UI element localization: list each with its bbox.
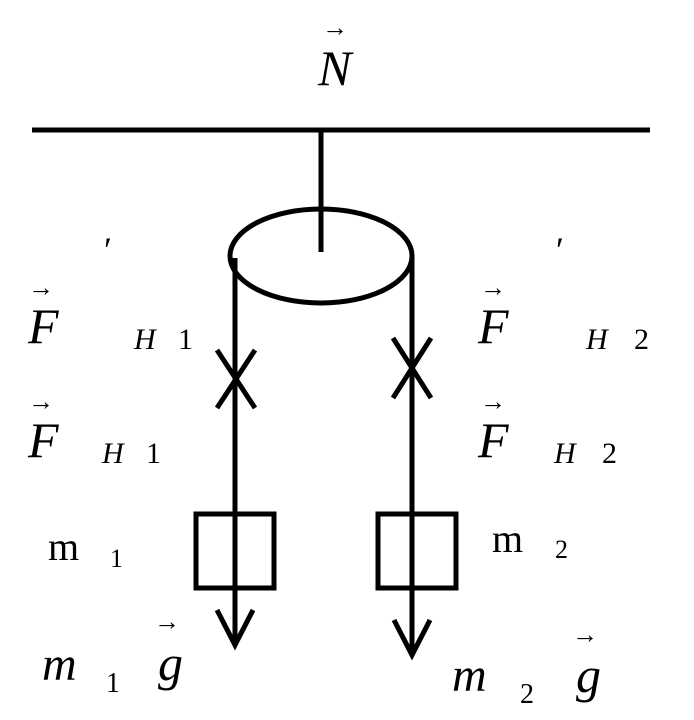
normal-arrow: → [322, 13, 348, 42]
left-weight-mass-symbol: m [42, 638, 77, 691]
right-tension-arrow: → [480, 387, 506, 416]
right-mass-sub-index: 2 [555, 535, 568, 564]
right-tension-sub-letter: H [553, 437, 578, 470]
right-weight-mass-symbol: m [452, 649, 487, 702]
normal-force-label: N [317, 40, 354, 96]
left-tension-prime-sub-index: 1 [178, 323, 193, 356]
left-prime-mark: ′ [104, 230, 112, 270]
right-mass-block [375, 511, 459, 591]
left-tension-symbol: F [27, 412, 59, 468]
left-tension-sub-index: 1 [146, 437, 161, 470]
right-weight-sub-index: 2 [520, 679, 534, 710]
left-weight-arrowhead [214, 608, 256, 651]
right-weight-arrowhead [391, 618, 433, 661]
left-weight-sub-index: 1 [106, 668, 120, 699]
left-gravity-arrow: → [154, 607, 180, 636]
right-tension-prime-symbol: F [477, 298, 509, 354]
left-mass-symbol: m [48, 524, 79, 569]
right-cut-mark [390, 336, 434, 400]
left-gravity-symbol: g [158, 635, 183, 691]
right-gravity-arrow: → [572, 620, 598, 649]
right-gravity-symbol: g [576, 647, 601, 703]
right-prime-mark: ′ [556, 230, 564, 270]
right-tension-prime-sub-index: 2 [634, 323, 649, 356]
left-tension-sub-letter: H [101, 437, 126, 470]
right-tension-sub-index: 2 [602, 437, 617, 470]
right-tension-symbol: F [477, 412, 509, 468]
left-cut-mark [214, 348, 258, 410]
right-tension-prime-arrow: → [480, 273, 506, 302]
left-mass-block [193, 511, 277, 591]
left-tension-prime-sub-letter: H [133, 323, 158, 356]
left-tension-prime-symbol: F [27, 298, 59, 354]
left-tension-prime-arrow: → [28, 273, 54, 302]
left-tension-arrow: → [28, 387, 54, 416]
right-tension-prime-sub-letter: H [585, 323, 610, 356]
right-mass-symbol: m [492, 516, 523, 561]
left-mass-sub-index: 1 [110, 544, 123, 573]
